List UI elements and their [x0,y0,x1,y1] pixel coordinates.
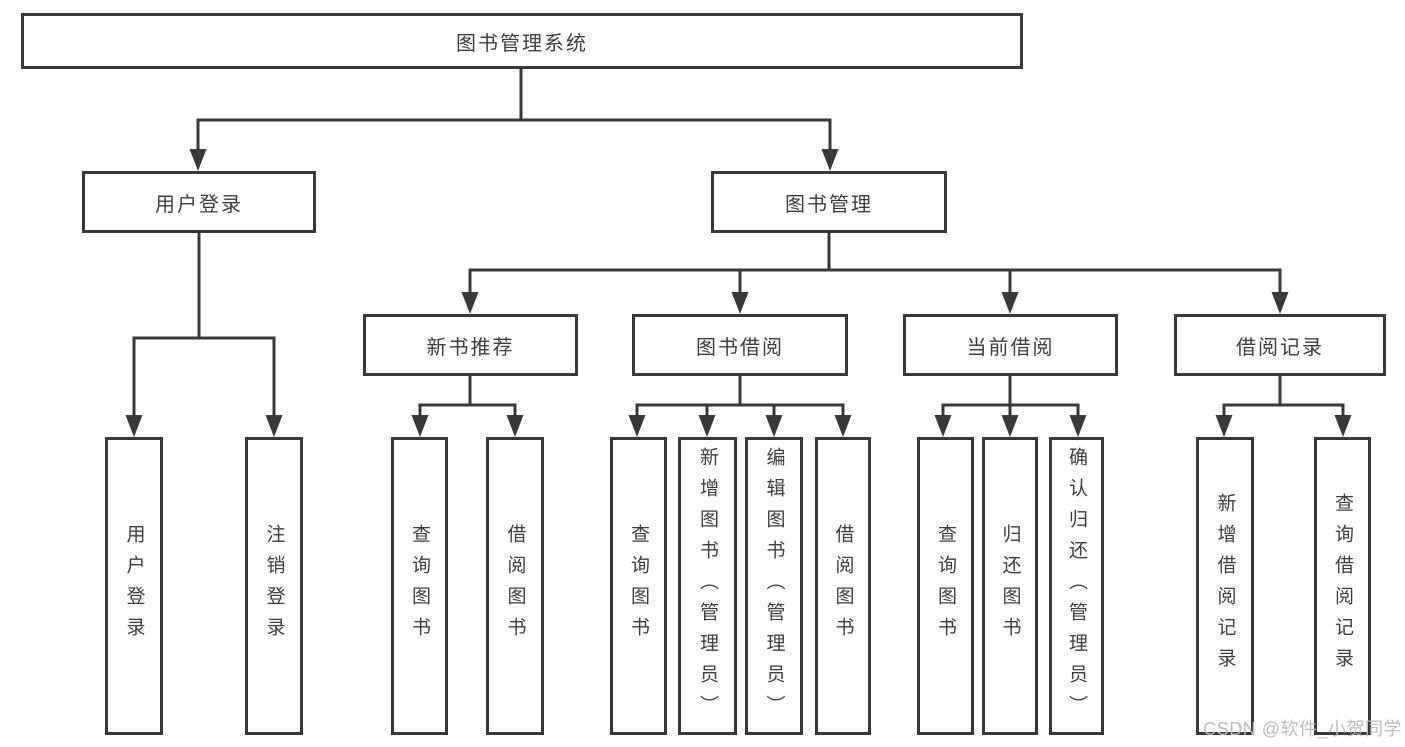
node-leaf-records-query-record: 查询借阅记录 [1314,437,1371,735]
node-label: 编辑图书（管理员） [763,446,785,726]
arrowheads [125,149,1352,437]
node-branch-new-book-recommend: 新书推荐 [363,314,578,376]
node-label: 查询借阅记录 [1332,493,1353,679]
node-branch-current-borrowing: 当前借阅 [903,314,1118,376]
node-leaf-current-return-books: 归还图书 [982,437,1038,735]
node-label: 图书管理系统 [456,32,588,55]
node-leaf-borrowing-borrow-books: 借阅图书 [815,437,871,735]
node-label: 注销登录 [263,524,285,648]
node-label: 新增借阅记录 [1214,493,1236,679]
node-label: 借阅图书 [832,524,854,648]
node-branch-book-management: 图书管理 [711,171,947,233]
node-root-library-system: 图书管理系统 [21,13,1023,69]
connector-lines [132,66,1345,419]
node-leaf-borrowing-edit-books-admin: 编辑图书（管理员） [745,437,803,735]
node-leaf-current-confirm-return-admin: 确认归还（管理员） [1049,437,1104,735]
node-leaf-current-query-books: 查询图书 [917,437,974,735]
csdn-watermark: CSDN @软件_小贺同学 [1203,719,1402,739]
node-label: 确认归还（管理员） [1066,446,1087,726]
node-leaf-user-login: 用户登录 [105,437,163,735]
node-leaf-logout: 注销登录 [245,437,303,735]
node-branch-user-login: 用户登录 [82,171,316,233]
node-branch-borrowing-records: 借阅记录 [1174,314,1386,376]
node-leaf-recommend-query-books: 查询图书 [391,437,448,735]
node-label: 查询图书 [409,524,430,648]
node-label: 查询图书 [628,524,649,648]
node-label: 图书管理 [785,193,873,216]
node-label: 查询图书 [935,524,956,648]
node-label: 当前借阅 [966,336,1055,359]
node-label: 图书借阅 [696,336,784,359]
node-label: 归还图书 [999,524,1021,648]
node-leaf-borrowing-add-books-admin: 新增图书（管理员） [678,437,737,735]
node-leaf-borrowing-query-books: 查询图书 [610,437,667,735]
node-label: 借阅图书 [504,524,526,648]
node-label: 新增图书（管理员） [697,446,718,726]
node-label: 用户登录 [123,524,145,648]
node-leaf-records-add-record: 新增借阅记录 [1196,437,1254,735]
node-leaf-recommend-borrow-books: 借阅图书 [486,437,544,735]
node-label: 用户登录 [155,193,243,216]
node-label: 新书推荐 [426,336,515,359]
node-branch-book-borrowing: 图书借阅 [632,314,848,376]
node-label: 借阅记录 [1236,336,1324,359]
